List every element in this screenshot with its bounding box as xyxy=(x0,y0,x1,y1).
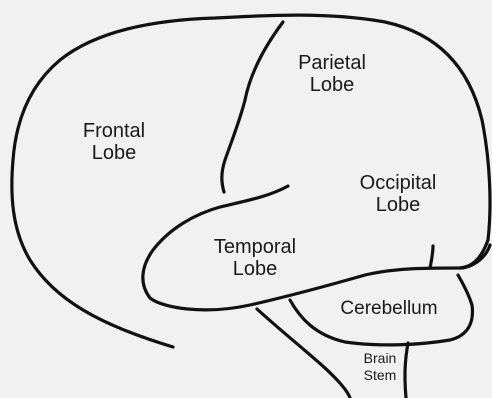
brain-stem-left-line xyxy=(257,309,350,398)
frontal-lobe-label: Frontal Lobe xyxy=(66,120,162,165)
cerebellum-label: Cerebellum xyxy=(322,298,456,319)
occipital-notch-line xyxy=(430,246,433,268)
occipital-lobe-label: Occipital Lobe xyxy=(343,172,453,217)
parietal-lobe-label: Parietal Lobe xyxy=(282,52,382,97)
temporal-lobe-label: Temporal Lobe xyxy=(196,236,314,281)
brain-stem-label: Brain Stem xyxy=(352,350,408,384)
central-sulcus-line xyxy=(222,22,283,192)
